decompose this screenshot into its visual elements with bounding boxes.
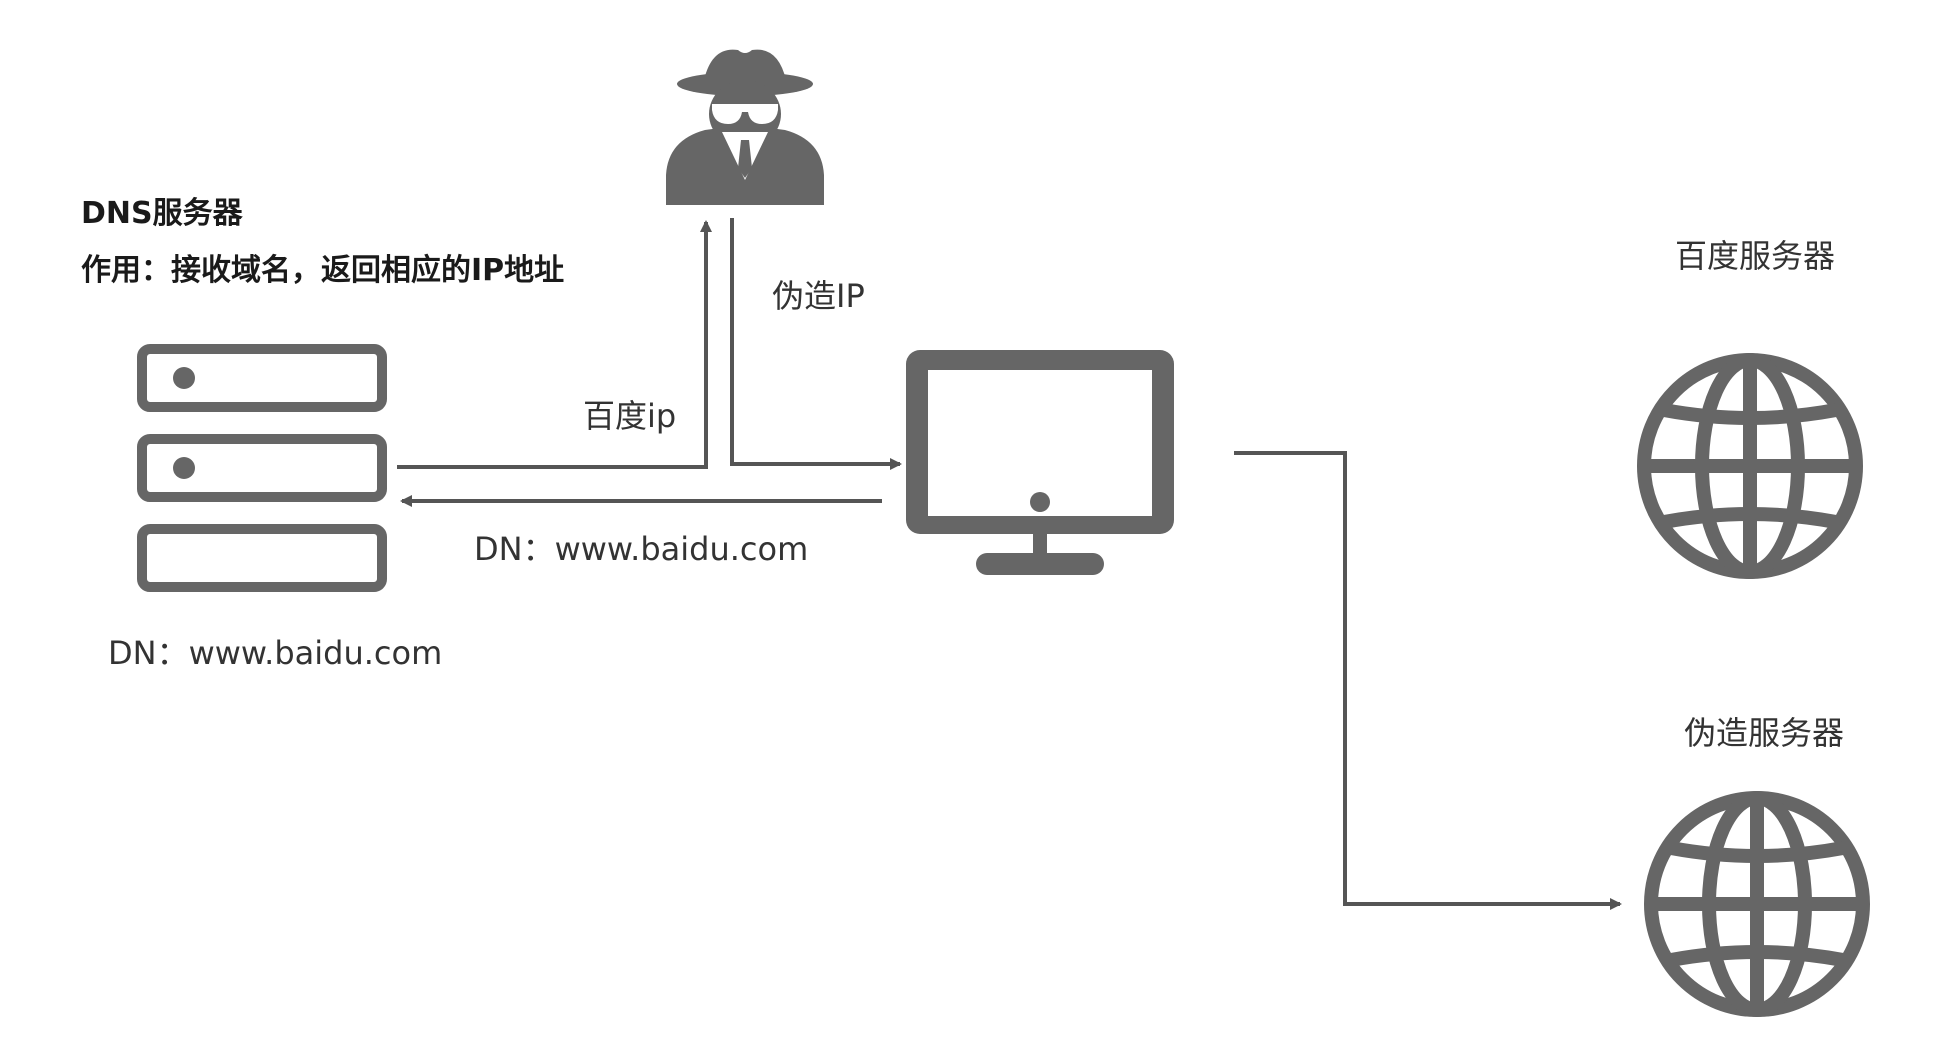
monitor-icon [906,350,1174,575]
server-stack-icon [137,344,387,592]
dns-server-description: 作用：接收域名，返回相应的IP地址 [81,253,565,288]
dns-server-title: DNS服务器 [81,196,243,231]
baidu-server-label: 百度服务器 [1675,237,1836,275]
baidu-ip-arrow [397,220,712,469]
baidu-ip-label: 百度ip [583,397,677,435]
fake-ip-label: 伪造IP [772,277,865,315]
dns-domain-label: DN：www.baidu.com [108,634,443,672]
fake-ip-arrow [730,218,902,470]
globe-icon [1644,791,1870,1017]
dn-query-label: DN：www.baidu.com [474,530,809,568]
globe-icon [1637,353,1863,579]
client-to-fake-server-arrow [1234,451,1622,910]
spy-hacker-icon [666,49,824,205]
fake-server-label: 伪造服务器 [1684,714,1845,752]
